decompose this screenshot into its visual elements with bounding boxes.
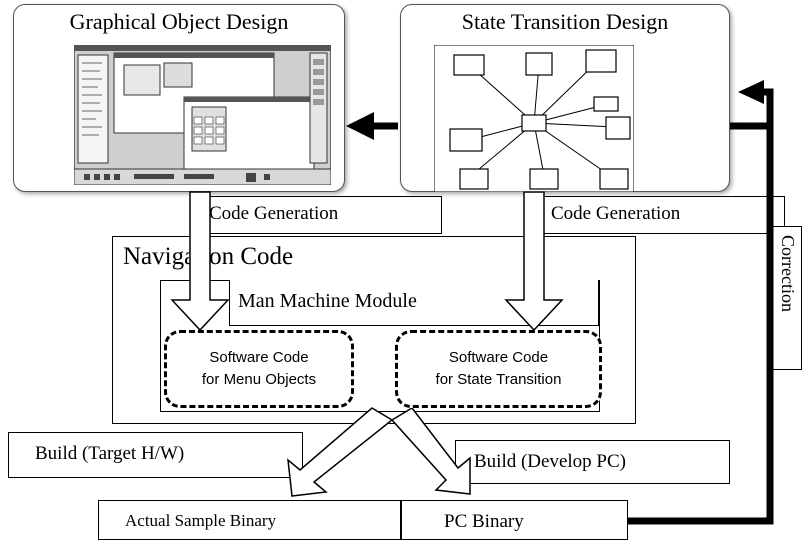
graphical-object-design-panel: Graphical Object Design (13, 4, 345, 192)
state-to-graphical-arrow (346, 112, 398, 140)
software-code-menu-objects: Software Code for Menu Objects (164, 330, 354, 408)
software-code-state-line2: for State Transition (435, 371, 562, 388)
pc-binary-box: PC Binary (401, 500, 628, 540)
build-arrow-target (287, 407, 394, 497)
correction-arrowhead (738, 80, 764, 104)
state-transition-design-panel: State Transition Design (400, 4, 730, 192)
actual-sample-binary-box: Actual Sample Binary (98, 500, 401, 540)
software-code-state-transition: Software Code for State Transition (395, 330, 602, 408)
state-transition-design-title: State Transition Design (461, 9, 669, 34)
build-target-label: Build (Target H/W) (8, 432, 303, 478)
code-gen-arrow-right (504, 191, 564, 332)
software-code-menu-line2: for Menu Objects (201, 371, 317, 388)
state-diagram-screenshot (434, 45, 634, 192)
software-code-state-line1: Software Code (448, 349, 549, 366)
correction-label: Correction (778, 235, 798, 312)
graphical-object-design-title: Graphical Object Design (69, 9, 289, 34)
graphical-editor-screenshot (74, 45, 331, 185)
build-develop-label: Build (Develop PC) (455, 440, 730, 484)
correction-loop-arrow (628, 88, 774, 525)
code-generation-left: Code Generation (198, 196, 442, 234)
code-gen-arrow-left (170, 191, 230, 332)
software-code-menu-line1: Software Code (209, 349, 309, 366)
build-arrow-develop (390, 407, 471, 495)
